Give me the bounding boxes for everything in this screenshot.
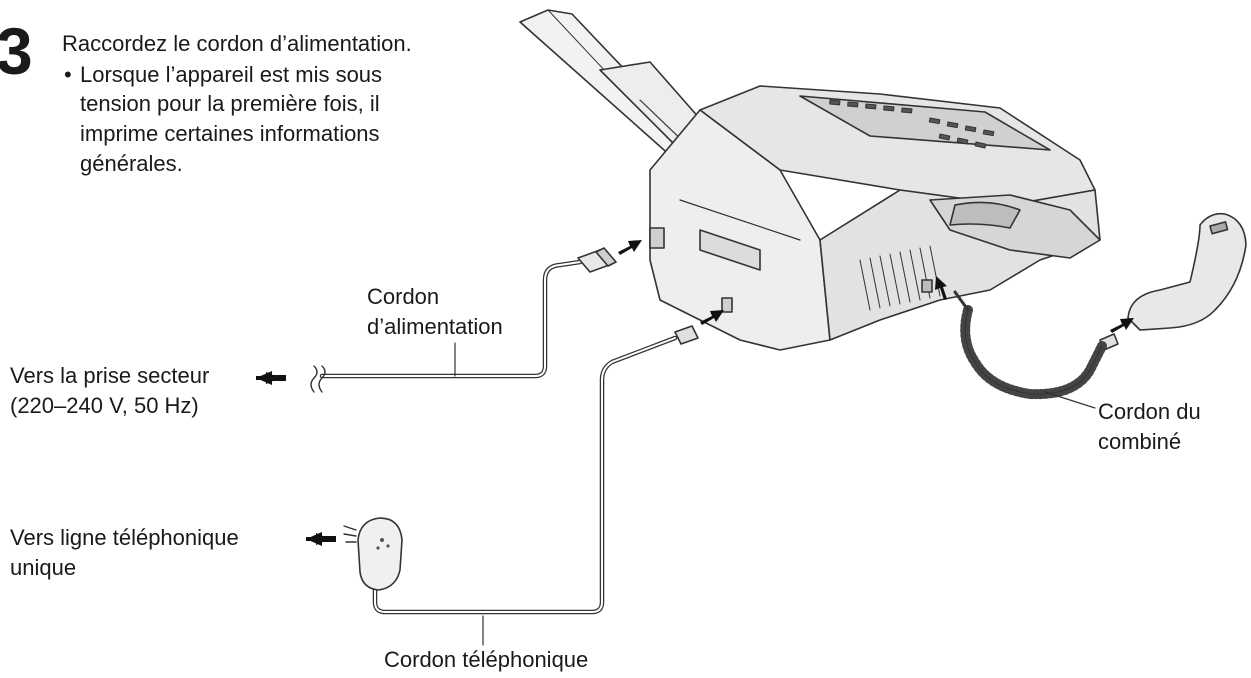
arrow-line <box>700 310 724 325</box>
leader-lines <box>454 342 1096 646</box>
handset-assembly <box>953 212 1247 400</box>
power-socket <box>649 227 665 249</box>
note-line-1: Lorsque l’appareil est mis sous <box>80 62 383 87</box>
phone-line-arrow-left <box>306 532 336 546</box>
handset-cord-label-line-1: Cordon du <box>1098 399 1201 424</box>
step-instruction: Raccordez le cordon d’alimentation. <box>62 31 412 56</box>
power-cord-label-line-1: Cordon <box>367 284 440 309</box>
telephone-line-cord <box>343 325 699 615</box>
outlet-label-line-1: Vers la prise secteur <box>10 363 210 388</box>
arrow-power <box>618 240 642 255</box>
handset-cord-label-line-2: combiné <box>1098 429 1182 454</box>
phone-line-label-line-1: Vers ligne téléphonique <box>10 525 239 550</box>
handset <box>1127 212 1247 331</box>
phone-cord-label: Cordon téléphonique <box>384 647 589 672</box>
fax-machine <box>519 9 1101 351</box>
control-panel <box>799 95 1051 151</box>
wall-jack <box>357 517 403 591</box>
power-cord <box>310 247 617 393</box>
outlet-label-line-2: (220–240 V, 50 Hz) <box>10 393 199 418</box>
fax-top <box>699 85 1096 206</box>
phone-line-label-line-2: unique <box>10 555 77 580</box>
line-plug <box>674 325 699 345</box>
coiled-cord <box>960 305 1107 400</box>
step-number: 3 <box>0 14 33 88</box>
arrow-handset-base <box>935 276 947 300</box>
line-socket <box>721 297 733 313</box>
note-line-2: tension pour la première fois, il <box>80 91 380 116</box>
outlet-arrow-left <box>256 371 286 385</box>
note-line-4: générales. <box>80 151 183 176</box>
note-bullet: • <box>64 62 72 87</box>
note-line-3: imprime certaines informations <box>80 121 380 146</box>
power-cord-label-line-2: d’alimentation <box>367 314 503 339</box>
fax-front <box>649 109 831 351</box>
arrow-handset <box>1110 318 1134 333</box>
handset-socket <box>921 279 933 293</box>
